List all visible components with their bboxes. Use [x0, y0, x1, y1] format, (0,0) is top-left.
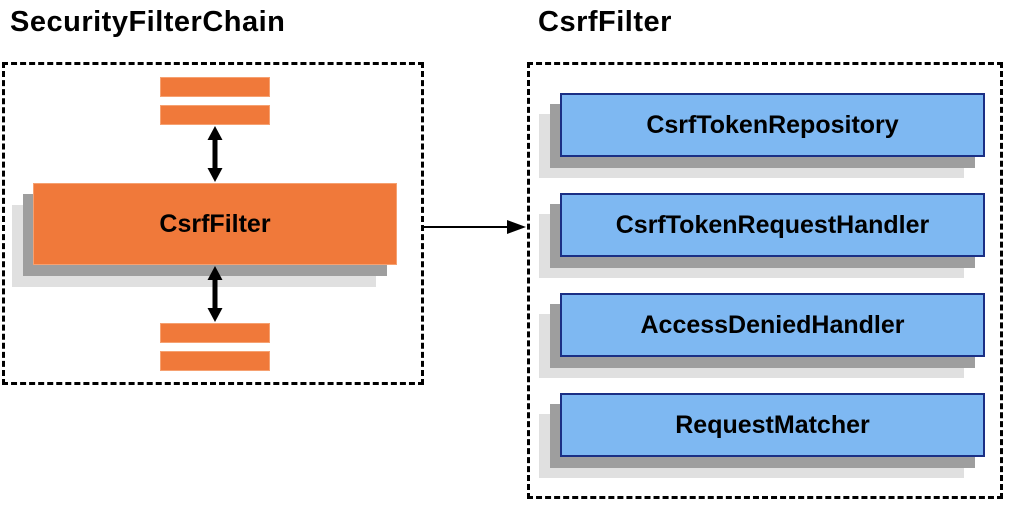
filter-chain-bar	[160, 105, 270, 125]
filter-chain-bar	[160, 351, 270, 371]
component-csrf-token-request-handler: CsrfTokenRequestHandler	[560, 193, 985, 257]
component-csrf-token-repository: CsrfTokenRepository	[560, 93, 985, 157]
csrf-filter-node-label: CsrfFilter	[159, 209, 271, 238]
arrow-right-icon	[424, 220, 526, 234]
csrf-filter-node: CsrfFilter	[33, 183, 397, 265]
security-filter-chain-title: SecurityFilterChain	[10, 6, 286, 38]
component-request-matcher: RequestMatcher	[560, 393, 985, 457]
component-label: AccessDeniedHandler	[640, 310, 905, 339]
csrf-filter-group	[527, 62, 1003, 499]
filter-chain-bar	[160, 323, 270, 343]
csrf-filter-title: CsrfFilter	[538, 6, 672, 38]
component-label: RequestMatcher	[675, 410, 870, 439]
component-label: CsrfTokenRequestHandler	[615, 210, 930, 239]
security-filter-chain-group	[2, 62, 424, 385]
component-label: CsrfTokenRepository	[646, 110, 899, 139]
component-access-denied-handler: AccessDeniedHandler	[560, 293, 985, 357]
double-headed-arrow-icon	[207, 126, 223, 182]
filter-chain-bar	[160, 77, 270, 97]
double-headed-arrow-icon	[207, 266, 223, 322]
